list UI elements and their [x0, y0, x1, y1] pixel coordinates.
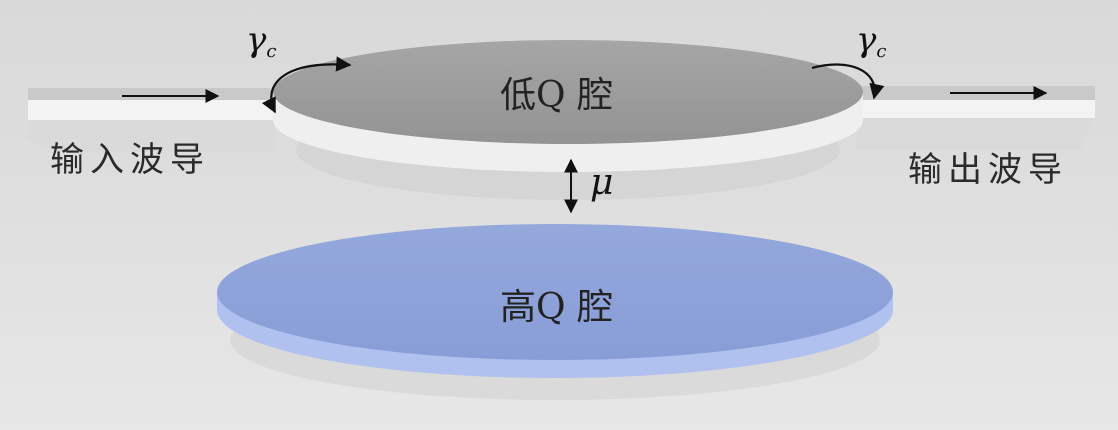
- output-waveguide-label: 输出波导: [908, 150, 1068, 190]
- low-q-cavity: [273, 40, 863, 200]
- input-waveguide: [28, 88, 276, 152]
- high-q-cavity-label: 高Q 腔: [500, 287, 613, 328]
- right-coupling-arrow: [811, 63, 885, 100]
- left-coupling-arrow: [261, 56, 352, 114]
- mu-coupling-label: μ: [590, 162, 614, 203]
- left-gamma-c-label: γc: [246, 20, 277, 62]
- low-q-cavity-label: 低Q 腔: [500, 75, 613, 116]
- input-waveguide-label: 输入波导: [50, 140, 210, 180]
- right-gamma-c-label: γc: [856, 20, 887, 62]
- high-q-cavity: [217, 224, 893, 400]
- output-waveguide: [856, 86, 1095, 150]
